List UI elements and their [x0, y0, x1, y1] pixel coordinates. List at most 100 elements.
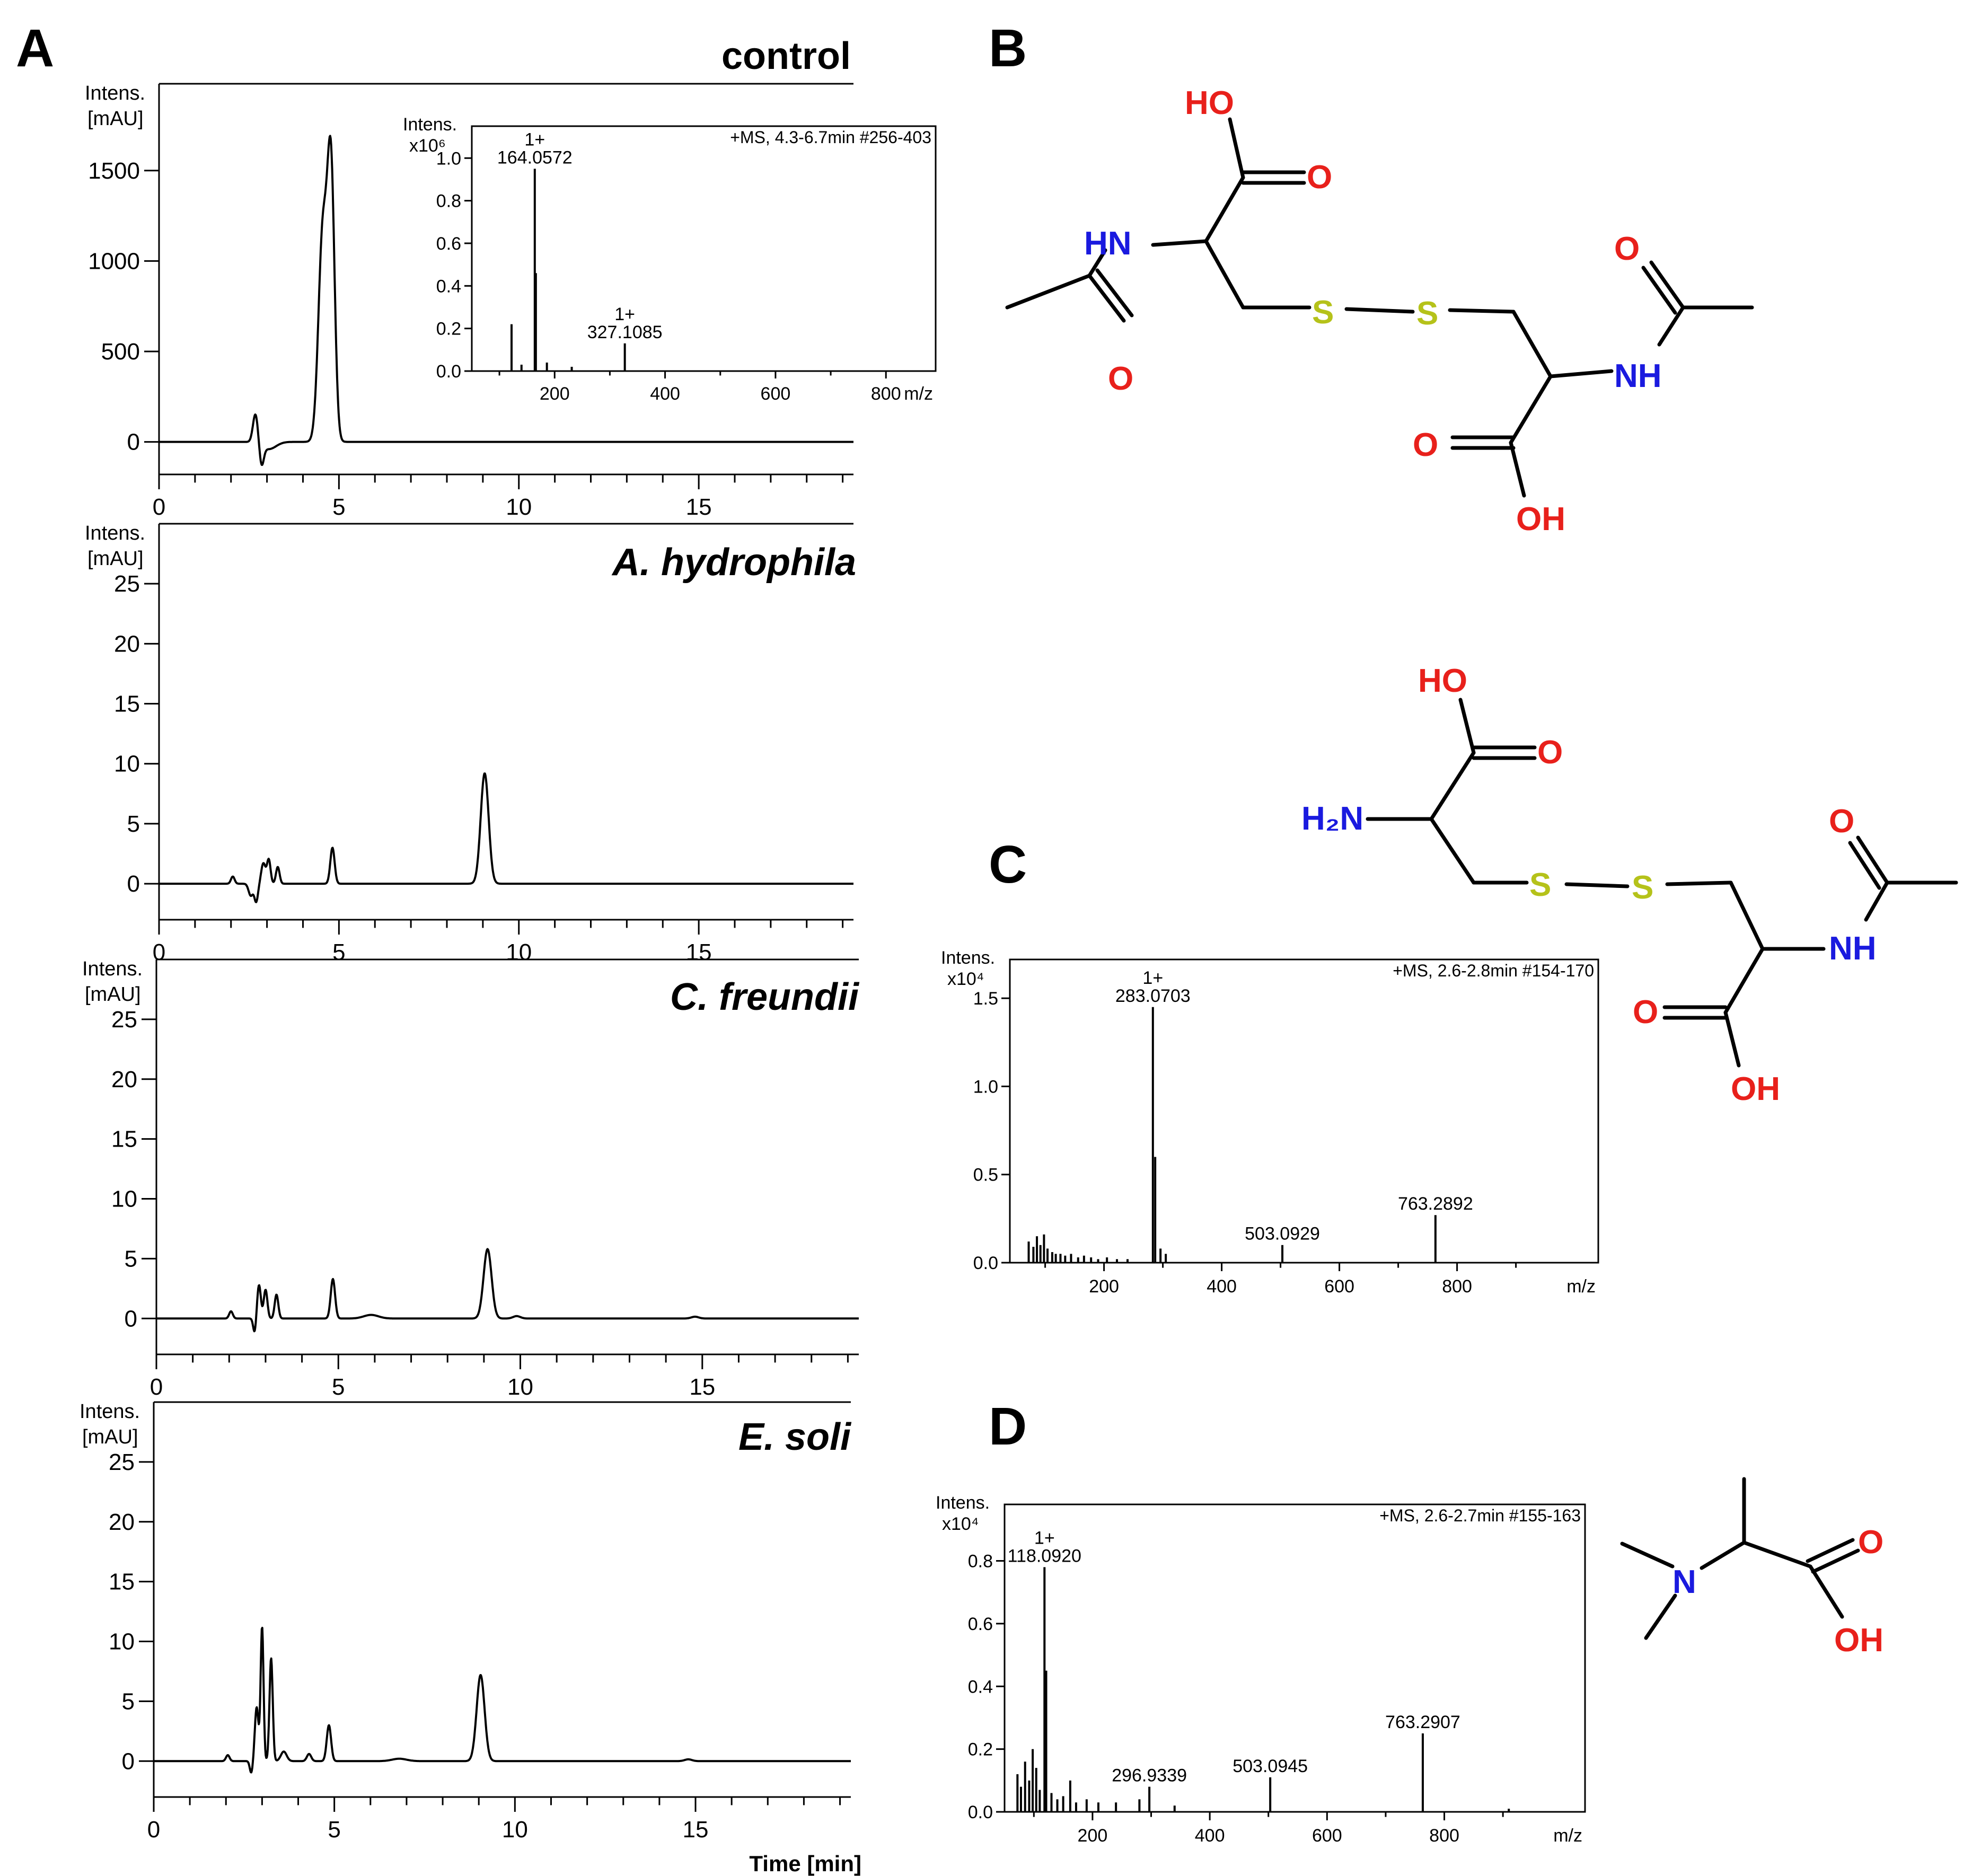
- x-axis-label: m/z: [1566, 1276, 1596, 1297]
- x-tick-label: 10: [507, 1374, 533, 1400]
- y-tick-label: 1000: [88, 248, 140, 274]
- x-tick-label: 600: [761, 384, 791, 404]
- peak-mz-label: 164.0572: [497, 147, 573, 168]
- peak-mz-label: 763.2892: [1398, 1194, 1473, 1214]
- y-tick-label: 0.6: [968, 1614, 993, 1634]
- y-tick-label: 1500: [88, 158, 140, 184]
- panel-label-d: D: [989, 1397, 1027, 1456]
- x-tick-label: 15: [686, 494, 712, 520]
- x-tick-label: 600: [1324, 1276, 1354, 1297]
- atom-ho: HO: [1185, 85, 1234, 121]
- molecule-b: HO O HN O S S O NH O OH: [1005, 85, 1754, 538]
- x-axis-label: m/z: [1553, 1826, 1582, 1846]
- x-tick-label: 200: [540, 384, 570, 404]
- y-tick-label: 0.5: [973, 1165, 998, 1185]
- x-tick-label: 10: [502, 1817, 528, 1843]
- y-tick-label: 1.0: [973, 1077, 998, 1097]
- x-tick-label: 400: [1207, 1276, 1237, 1297]
- y-tick-label: 5: [125, 1246, 137, 1272]
- atom-o: O: [1633, 994, 1658, 1031]
- y-tick-label: 1.0: [436, 148, 461, 169]
- atom-h2n: H₂N: [1301, 800, 1363, 837]
- y-tick-label: 25: [114, 571, 140, 597]
- atom-s: S: [1529, 867, 1551, 903]
- chart-title: E. soli: [738, 1416, 852, 1458]
- y-tick-label: 0: [127, 429, 140, 455]
- spectrum-frame: [471, 125, 937, 372]
- peak-charge-label: 1+: [614, 304, 635, 324]
- y-tick-label: 0: [122, 1748, 135, 1774]
- y-axis-label-line2: [mAU]: [87, 108, 144, 130]
- molecule-d: N O OH: [1620, 1477, 1883, 1659]
- x-tick-label: 5: [332, 1374, 345, 1400]
- atom-o: O: [1413, 427, 1438, 463]
- y-tick-label: 0.2: [436, 319, 461, 339]
- y-tick-label: 5: [122, 1688, 135, 1714]
- y-tick-label: 25: [109, 1449, 135, 1475]
- y-axis-label-line2: [mAU]: [82, 1426, 138, 1448]
- y-tick-label: 0: [125, 1306, 137, 1332]
- atom-oh: OH: [1516, 501, 1565, 538]
- y-axis-label-line2: x10⁶: [409, 136, 446, 156]
- x-tick-label: 0: [153, 939, 165, 965]
- y-axis-label-line1: Intens.: [85, 82, 145, 104]
- y-tick-label: 15: [111, 1126, 137, 1152]
- y-tick-label: 15: [114, 691, 140, 717]
- y-axis-label-line2: x10⁴: [947, 969, 984, 989]
- peak-charge-label: 1+: [1142, 968, 1163, 988]
- x-tick-label: 0: [153, 494, 165, 520]
- peak-mz-label: 503.0929: [1245, 1224, 1320, 1244]
- panel-label-b: B: [989, 19, 1027, 78]
- x-tick-label: 800: [871, 384, 901, 404]
- peak-charge-label: 1+: [1034, 1528, 1055, 1548]
- y-tick-label: 0.4: [436, 276, 461, 296]
- y-tick-label: 10: [111, 1186, 137, 1212]
- spectrum-frame: [1003, 1503, 1586, 1813]
- atom-s: S: [1632, 869, 1653, 906]
- peak-mz-label: 327.1085: [587, 322, 663, 342]
- atom-o: O: [1614, 231, 1640, 267]
- x-tick-label: 10: [506, 939, 532, 965]
- atom-o: O: [1829, 803, 1854, 840]
- y-tick-label: 25: [111, 1007, 137, 1033]
- x-tick-label: 400: [1195, 1826, 1225, 1846]
- peak-mz-label: 118.0920: [1008, 1546, 1081, 1566]
- y-tick-label: 0.2: [968, 1740, 993, 1760]
- chromatogram-trace: [158, 772, 855, 903]
- atom-hn: HN: [1084, 225, 1132, 262]
- y-tick-label: 20: [114, 631, 140, 657]
- y-tick-label: 5: [127, 811, 140, 837]
- atom-oh: OH: [1834, 1622, 1883, 1659]
- x-tick-label: 0: [147, 1817, 160, 1843]
- atom-n: N: [1672, 1564, 1696, 1600]
- chart-title: C. freundii: [670, 976, 860, 1018]
- y-tick-label: 10: [109, 1629, 135, 1655]
- y-tick-label: 0.0: [436, 362, 461, 382]
- spectrum-header: +MS, 2.6-2.8min #154-170: [1393, 961, 1594, 980]
- y-tick-label: 500: [101, 339, 140, 365]
- x-tick-label: 200: [1089, 1276, 1119, 1297]
- x-tick-label: 15: [686, 939, 712, 965]
- y-tick-label: 0.8: [436, 191, 461, 212]
- y-tick-label: 0.8: [968, 1552, 993, 1572]
- x-axis-label: Time [min]: [749, 1851, 861, 1876]
- x-tick-label: 5: [332, 494, 345, 520]
- x-tick-label: 15: [689, 1374, 715, 1400]
- molecule-c: HO O H₂N S S O NH O OH: [1301, 663, 1958, 1107]
- x-axis-label: m/z: [904, 384, 933, 404]
- atom-o: O: [1307, 159, 1332, 196]
- x-tick-label: 0: [150, 1374, 163, 1400]
- atom-oh: OH: [1731, 1071, 1780, 1107]
- y-tick-label: 0.6: [436, 234, 461, 254]
- y-tick-label: 15: [109, 1569, 135, 1595]
- atom-nh: NH: [1829, 930, 1877, 967]
- peak-charge-label: 1+: [524, 129, 545, 149]
- peak-mz-label: 763.2907: [1385, 1712, 1460, 1732]
